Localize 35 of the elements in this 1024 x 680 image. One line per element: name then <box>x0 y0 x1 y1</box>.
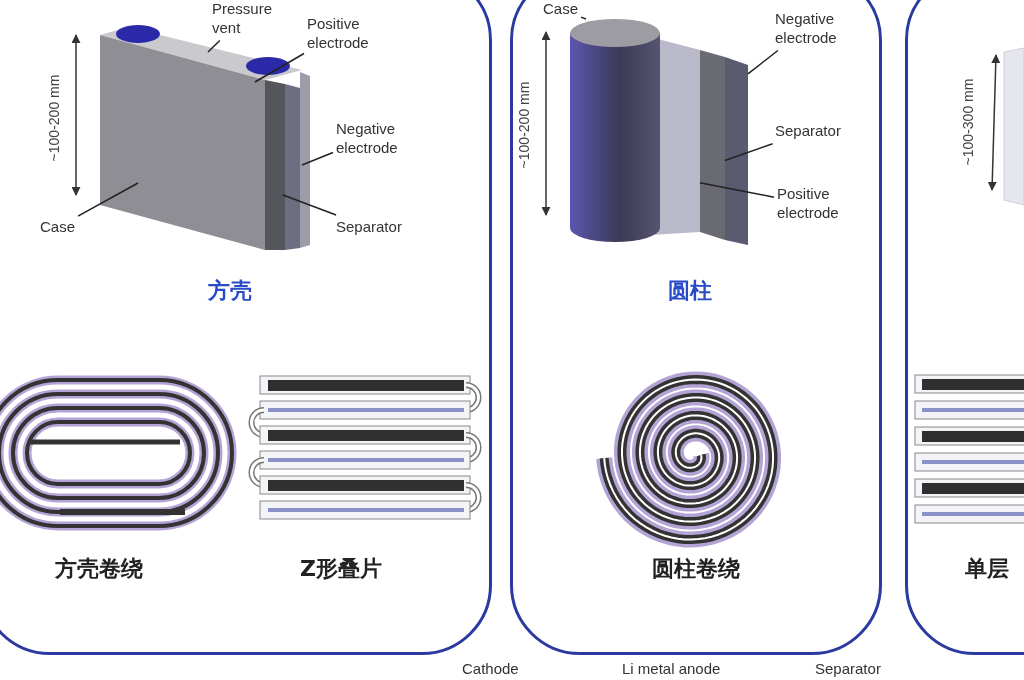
leader-line <box>254 52 305 83</box>
callout-label: Negative electrode <box>336 120 398 158</box>
panel-frame <box>510 0 882 655</box>
electrode-sheet <box>725 57 748 245</box>
legend-text: Separator <box>815 660 881 677</box>
callout-label: Positive electrode <box>307 15 369 53</box>
diagram-caption: 方壳卷绕 <box>55 555 143 583</box>
separator-sheet <box>700 50 725 240</box>
callout-label: Pressure vent <box>212 0 273 38</box>
callout-label: Case <box>543 0 579 19</box>
leader-line <box>747 49 779 75</box>
callout-label: Positive electrode <box>777 185 839 223</box>
diagram-caption: 圆柱卷绕 <box>652 555 740 583</box>
leader-line <box>699 181 775 198</box>
legend-text: Cathode <box>462 660 519 677</box>
leader-line <box>580 16 587 20</box>
callout-label: Negative electrode <box>775 10 837 48</box>
cylinder-case <box>570 19 660 243</box>
dimension-label: ~100-200 mm <box>516 81 532 169</box>
legend-text: Li metal anode <box>622 660 721 677</box>
callout-label: Separator <box>775 122 841 141</box>
leader-line <box>282 194 337 216</box>
panel-title: 圆柱 <box>668 277 712 305</box>
diagram-caption: Z形叠片 <box>300 555 382 583</box>
leader-line <box>207 39 221 53</box>
leader-line <box>77 182 139 217</box>
callout-label: Separator <box>336 218 402 237</box>
leader-line <box>724 143 774 162</box>
leader-line <box>301 151 334 166</box>
panel-title: 方壳 <box>208 277 252 305</box>
dimension-label: ~100-200 mm <box>46 74 62 162</box>
diagram-caption: 单层 <box>965 555 1009 583</box>
dimension-label: ~100-300 mm <box>960 78 976 166</box>
callout-label: Case <box>40 218 76 237</box>
panel-frame <box>0 0 492 655</box>
